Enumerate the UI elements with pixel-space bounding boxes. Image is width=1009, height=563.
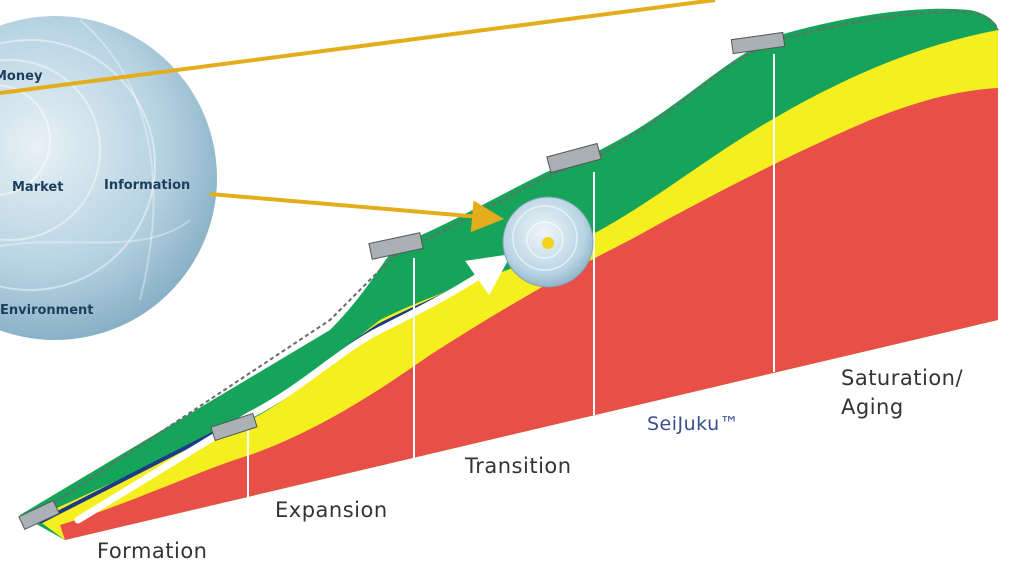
white-arrow <box>74 253 512 524</box>
stage-label-saturation: Saturation/ <box>841 366 963 390</box>
arrow-icon <box>209 192 504 233</box>
circle-label-environment: Environment <box>0 303 94 318</box>
stage-label-seijuku: SeiJuku™ <box>647 413 739 435</box>
road-line <box>24 10 999 523</box>
truck-icon <box>546 142 602 174</box>
circle-label-market: Market <box>12 180 63 195</box>
arrow-icon <box>0 0 716 95</box>
truck-icon <box>730 31 786 55</box>
stage-markers <box>247 54 775 508</box>
large-business-circle: Money Market Information Environment <box>0 16 217 340</box>
circle-label-money: Money <box>0 69 43 84</box>
yellow-band <box>35 30 998 540</box>
stage-label-transition: Transition <box>464 454 572 478</box>
truck-icon <box>368 232 424 260</box>
truck-icon <box>210 412 258 442</box>
stage-label-expansion: Expansion <box>275 498 388 522</box>
business-circle-icon <box>502 196 594 288</box>
truck-icon <box>18 499 60 531</box>
circle-label-information: Information <box>104 178 190 193</box>
stage-label-aging: Aging <box>841 395 904 419</box>
red-band <box>60 88 998 540</box>
stage-label-formation: Formation <box>97 539 208 563</box>
